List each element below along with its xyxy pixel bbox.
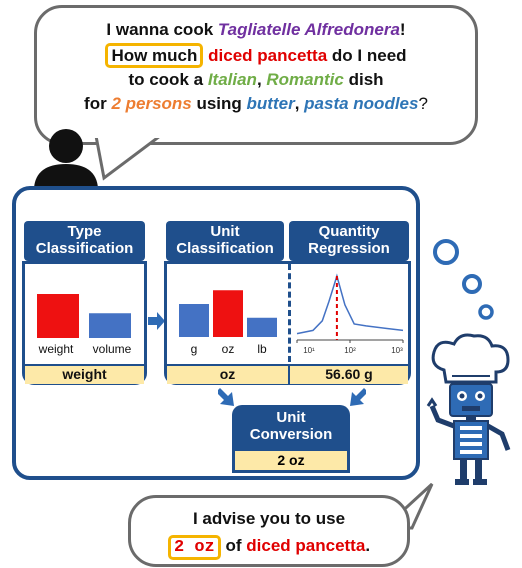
quantity-regression-header: Quantity Regression <box>289 221 409 261</box>
question-text: , <box>294 94 305 113</box>
x-tick-label: 10³ <box>391 346 403 355</box>
type-classification-header: Type Classification <box>24 221 145 261</box>
question-line-1: I wanna cook Tagliatelle Alfredonera! <box>37 19 475 41</box>
unit-classification-header: Unit Classification <box>166 221 284 261</box>
bar-label: lb <box>257 342 267 356</box>
unit-conversion-panel: 2 oz <box>232 451 350 473</box>
how-much-highlight: How much <box>105 43 204 68</box>
thought-circles-icon <box>433 239 494 320</box>
panel-divider <box>288 264 291 362</box>
header-line: Unit <box>276 409 306 426</box>
quantity-result: 56.60 g <box>290 364 408 384</box>
header-line: Regression <box>308 240 390 257</box>
question-line-3: to cook a Italian, Romantic dish <box>37 69 475 91</box>
ingredient-name: diced pancetta <box>208 46 328 65</box>
bar-g <box>179 304 209 337</box>
pipeline-frame <box>12 186 420 480</box>
result-divider <box>288 364 290 382</box>
tool-tag: butter <box>246 94 295 113</box>
conversion-result: 2 oz <box>277 452 305 468</box>
question-text: , <box>256 70 267 89</box>
question-text: to cook a <box>128 70 208 89</box>
robot-chef-icon <box>426 333 511 485</box>
user-silhouette-icon <box>34 129 98 188</box>
question-line-4: for 2 persons using butter, pasta noodle… <box>37 93 475 115</box>
header-line: Unit <box>210 223 240 240</box>
question-text: using <box>191 94 247 113</box>
arrow-right-icon <box>148 312 165 330</box>
type-result: weight <box>25 364 144 384</box>
type-bar-chart <box>37 294 131 338</box>
bar-label: oz <box>221 342 235 356</box>
bar-oz <box>213 290 243 337</box>
answer-bubble: I advise you to use 2 oz of diced pancet… <box>128 495 410 567</box>
header-line: Classification <box>35 240 134 257</box>
bar-label: weight <box>38 342 74 356</box>
bar-label: g <box>190 342 198 356</box>
arrow-down-icon <box>350 388 366 406</box>
amount-highlight: 2 oz <box>167 535 221 560</box>
persons-tag: 2 persons <box>111 94 192 113</box>
x-tick-label: 10¹ <box>303 346 315 355</box>
answer-line-2: 2 oz of diced pancetta. <box>131 535 407 560</box>
bar-lb <box>247 317 277 337</box>
bar-weight <box>37 294 79 338</box>
answer-text: of <box>220 536 247 555</box>
question-line-2: How much diced pancetta do I need <box>37 43 475 68</box>
unit-conversion-header: Unit Conversion <box>232 405 350 451</box>
regression-curve <box>296 273 404 335</box>
answer-ingredient: diced pancetta <box>246 536 366 555</box>
question-text: dish <box>343 70 384 89</box>
unit-bar-chart <box>179 290 277 337</box>
dish-name: Tagliatelle Alfredonera <box>217 20 400 39</box>
question-text: ! <box>399 20 406 39</box>
type-classification-panel: weight volume weight <box>22 261 147 385</box>
answer-amount: 2 oz <box>173 538 215 557</box>
question-text: do I need <box>327 46 407 65</box>
question-text: for <box>84 94 112 113</box>
question-bubble-tail <box>90 132 180 181</box>
bar-label: volume <box>92 342 132 356</box>
arrow-down-icon <box>218 388 234 406</box>
cuisine-tag: Italian <box>207 70 257 89</box>
answer-text: . <box>365 536 371 555</box>
style-tag: Romantic <box>266 70 344 89</box>
unit-result: oz <box>167 364 288 384</box>
question-text: ? <box>418 94 428 113</box>
question-text: I wanna cook <box>106 20 218 39</box>
how-much-text: How much <box>111 46 198 65</box>
header-line: Classification <box>176 240 274 257</box>
header-line: Conversion <box>249 426 333 443</box>
unit-quantity-panel: g oz lb 10¹ 10² 10³ oz 56.60 g <box>164 261 411 385</box>
header-line: Quantity <box>318 223 380 240</box>
question-bubble: I wanna cook Tagliatelle Alfredonera! Ho… <box>34 5 478 145</box>
header-line: Type <box>67 223 102 240</box>
tool-tag: pasta noodles <box>304 94 419 113</box>
regression-line-chart: 10¹ 10² 10³ <box>296 273 404 355</box>
answer-line-1: I advise you to use <box>192 509 346 528</box>
x-tick-label: 10² <box>344 346 356 355</box>
bar-volume <box>89 313 131 338</box>
